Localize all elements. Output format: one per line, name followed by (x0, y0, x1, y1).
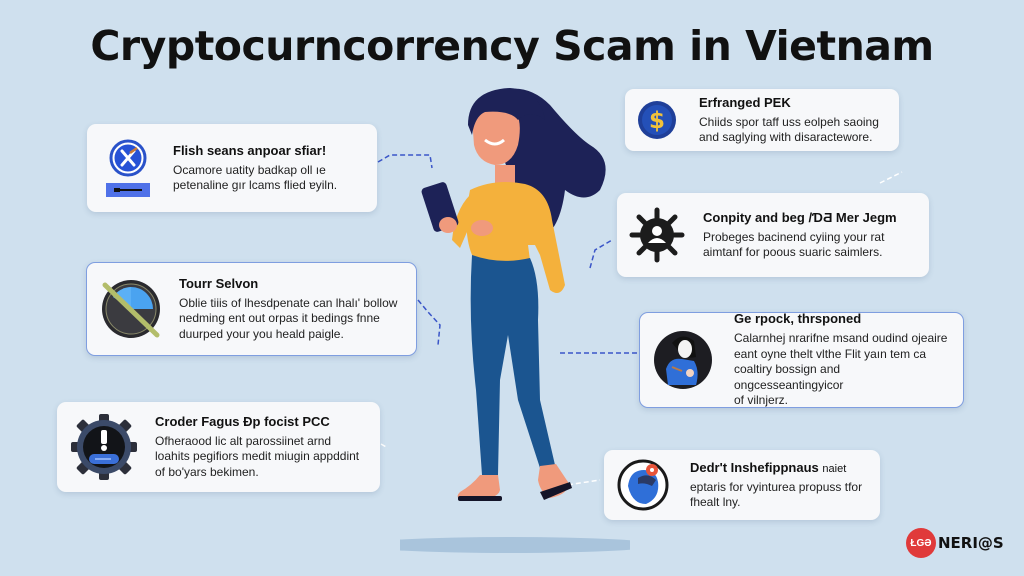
crossed-tools-icon (99, 136, 157, 200)
card-heading: Ge rpock, thrsponed (734, 311, 862, 327)
card-heading: Flish seans anpoar sfiar! (173, 142, 327, 158)
card-phishing-scams[interactable]: Flish seans anpoar sfiar! Ocamore uatity… (87, 124, 377, 212)
logo-badge: ŁGƏ (906, 528, 936, 558)
card-heading: Tourr Selvon (179, 275, 259, 291)
brand-logo: ŁGƏ NERI@S (906, 528, 1004, 558)
card-body: Ocamore uatity badkap oll ıe petenaline … (173, 162, 338, 193)
dollar-coin-icon: $ (637, 100, 677, 140)
card-body: Probeges bacinend cyiing your rat aimtan… (703, 229, 885, 260)
card-complexity-beg[interactable]: Conpity and beg /ƊƋ Mer Jegm Probeges ba… (617, 193, 929, 277)
card-body: Ofheraood lic alt parossiinet arnd loahi… (155, 433, 360, 479)
hacker-avatar-icon (616, 458, 670, 512)
card-heading: Erfranged PEK (699, 94, 791, 110)
card-heading-suffix: naiet (822, 462, 847, 475)
card-heading: Conpity and beg /ƊƋ Mer Jegm (703, 209, 897, 225)
person-avatar-icon (652, 329, 714, 391)
card-heading: Dedr't Inshefippnaus naiet (690, 459, 847, 475)
svg-text:$: $ (649, 108, 665, 134)
card-heading: Croder Fagus Ɖp focist PCC (155, 413, 330, 429)
card-dont-inshefippnaus[interactable]: Dedr't Inshefippnaus naiet eptaris for v… (604, 450, 880, 520)
card-order-fagus[interactable]: Croder Fagus Ɖp focist PCC Ofheraood lic… (57, 402, 380, 492)
card-arranged-pek[interactable]: $ Erfranged PEK Chiids spor taff uss eol… (625, 89, 899, 151)
prohibited-gauge-icon (99, 277, 163, 341)
card-body: Oblie tiiis of lhesdpenate can lhalı' bo… (179, 295, 398, 341)
woman-with-phone-illustration (400, 88, 630, 553)
logo-wordmark: NERI@S (938, 534, 1004, 552)
page-title: Cryptocurncorrency Scam in Vietnam (90, 22, 934, 70)
user-gear-icon (629, 207, 685, 263)
card-body: Calarnhej nrarifne msand oudind ojeaire … (734, 331, 948, 408)
card-body: eptaris for vyinturea propuss tfor fheal… (690, 479, 863, 510)
card-get-rock-thrsponed[interactable]: Ge rpock, thrsponed Calarnhej nrarifne m… (639, 311, 964, 408)
warning-gear-icon (69, 412, 139, 482)
card-body: Chiids spor taff uss eolpeh saoing and s… (699, 114, 879, 145)
card-tour-selection[interactable]: Tourr Selvon Oblie tiiis of lhesdpenate … (86, 262, 417, 356)
